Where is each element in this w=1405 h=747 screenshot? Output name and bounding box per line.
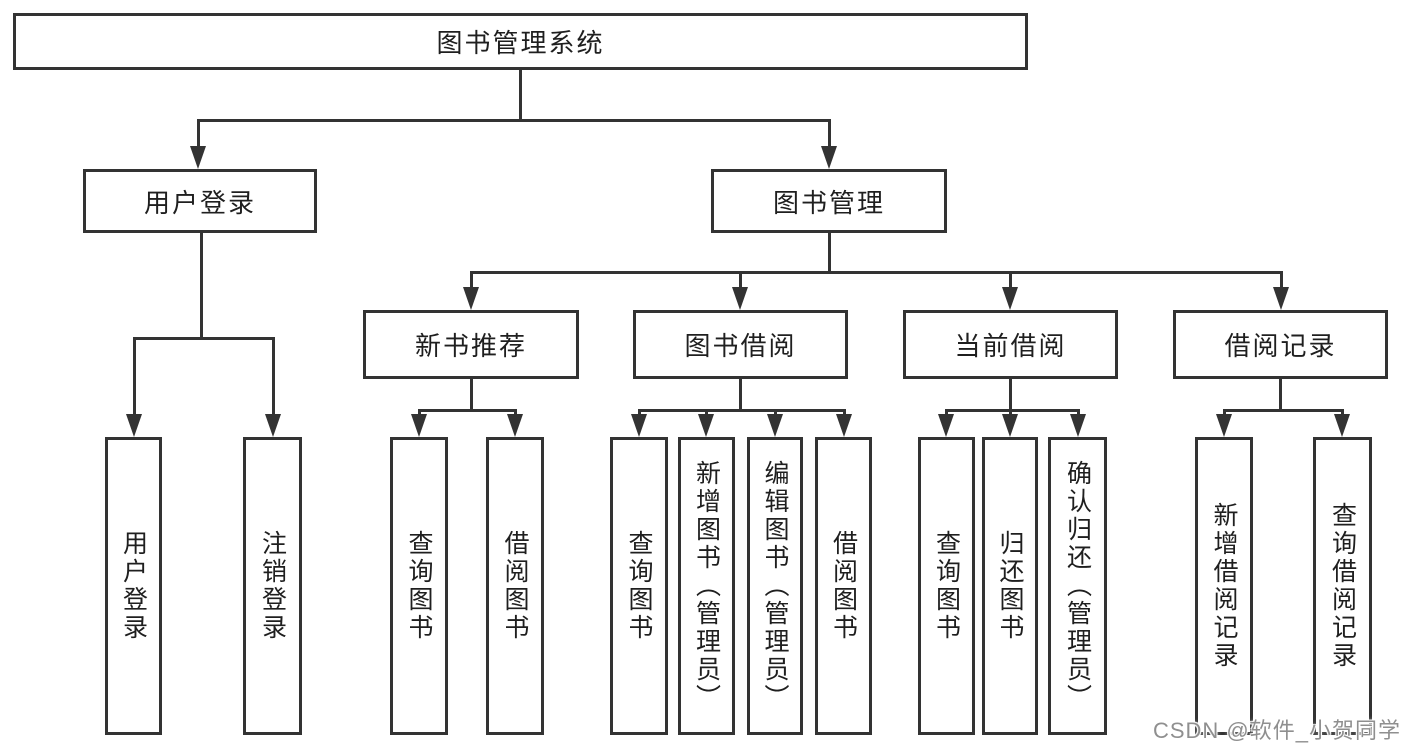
connector-line <box>199 233 203 340</box>
arrowhead-icon <box>507 414 523 437</box>
arrowhead-icon <box>732 287 748 310</box>
arrowhead-icon <box>1216 414 1232 437</box>
connector-line <box>827 120 831 153</box>
connector-line <box>469 379 473 412</box>
node-leaf-query-book-3: 查询图书 <box>918 437 975 735</box>
connector-line <box>1222 408 1344 412</box>
connector-line <box>1008 379 1012 412</box>
connector-line <box>738 379 742 412</box>
node-leaf-confirm-return: 确认归还（管理员） <box>1048 437 1107 735</box>
arrowhead-icon <box>767 414 783 437</box>
connector-line <box>271 338 275 421</box>
arrowhead-icon <box>698 414 714 437</box>
node-leaf-edit-book: 编辑图书（管理员） <box>747 437 803 735</box>
node-leaf-query-record: 查询借阅记录 <box>1313 437 1372 735</box>
node-leaf-query-book-1: 查询图书 <box>390 437 448 735</box>
arrowhead-icon <box>463 287 479 310</box>
arrowhead-icon <box>938 414 954 437</box>
node-new-book-rec: 新书推荐 <box>363 310 579 379</box>
node-leaf-query-book-2: 查询图书 <box>610 437 668 735</box>
arrowhead-icon <box>1070 414 1086 437</box>
node-book-borrow: 图书借阅 <box>633 310 848 379</box>
arrowhead-icon <box>411 414 427 437</box>
arrowhead-icon <box>1002 414 1018 437</box>
arrowhead-icon <box>1273 287 1289 310</box>
connector-line <box>1278 379 1282 412</box>
connector-line <box>518 70 522 122</box>
connector-line <box>1008 272 1012 294</box>
node-leaf-borrow-book-1: 借阅图书 <box>486 437 544 735</box>
arrowhead-icon <box>126 414 142 437</box>
node-leaf-add-record: 新增借阅记录 <box>1195 437 1253 735</box>
arrowhead-icon <box>265 414 281 437</box>
connector-line <box>196 118 831 122</box>
connector-line <box>417 408 517 412</box>
connector-line <box>196 120 200 153</box>
node-user-login: 用户登录 <box>83 169 317 233</box>
connector-line <box>469 272 473 294</box>
arrowhead-icon <box>1334 414 1350 437</box>
node-current-borrow: 当前借阅 <box>903 310 1118 379</box>
connector-line <box>637 408 846 412</box>
node-leaf-borrow-book-2: 借阅图书 <box>815 437 872 735</box>
node-leaf-return-book: 归还图书 <box>982 437 1038 735</box>
connector-line <box>738 272 742 294</box>
node-book-mgmt: 图书管理 <box>711 169 947 233</box>
connector-line <box>1279 272 1283 294</box>
arrowhead-icon <box>190 146 206 169</box>
node-leaf-logout: 注销登录 <box>243 437 302 735</box>
connector-line <box>132 336 275 340</box>
connector-line <box>827 233 831 274</box>
arrowhead-icon <box>1002 287 1018 310</box>
node-borrow-record: 借阅记录 <box>1173 310 1388 379</box>
arrowhead-icon <box>631 414 647 437</box>
node-root: 图书管理系统 <box>13 13 1028 70</box>
connector-line <box>944 408 1080 412</box>
arrowhead-icon <box>821 146 837 169</box>
node-leaf-add-book: 新增图书（管理员） <box>678 437 735 735</box>
csdn-watermark: CSDN @软件_小贺同学 <box>1152 718 1401 743</box>
connector-line <box>132 338 136 421</box>
connector-line <box>469 270 1283 274</box>
arrowhead-icon <box>836 414 852 437</box>
node-leaf-user-login: 用户登录 <box>105 437 162 735</box>
